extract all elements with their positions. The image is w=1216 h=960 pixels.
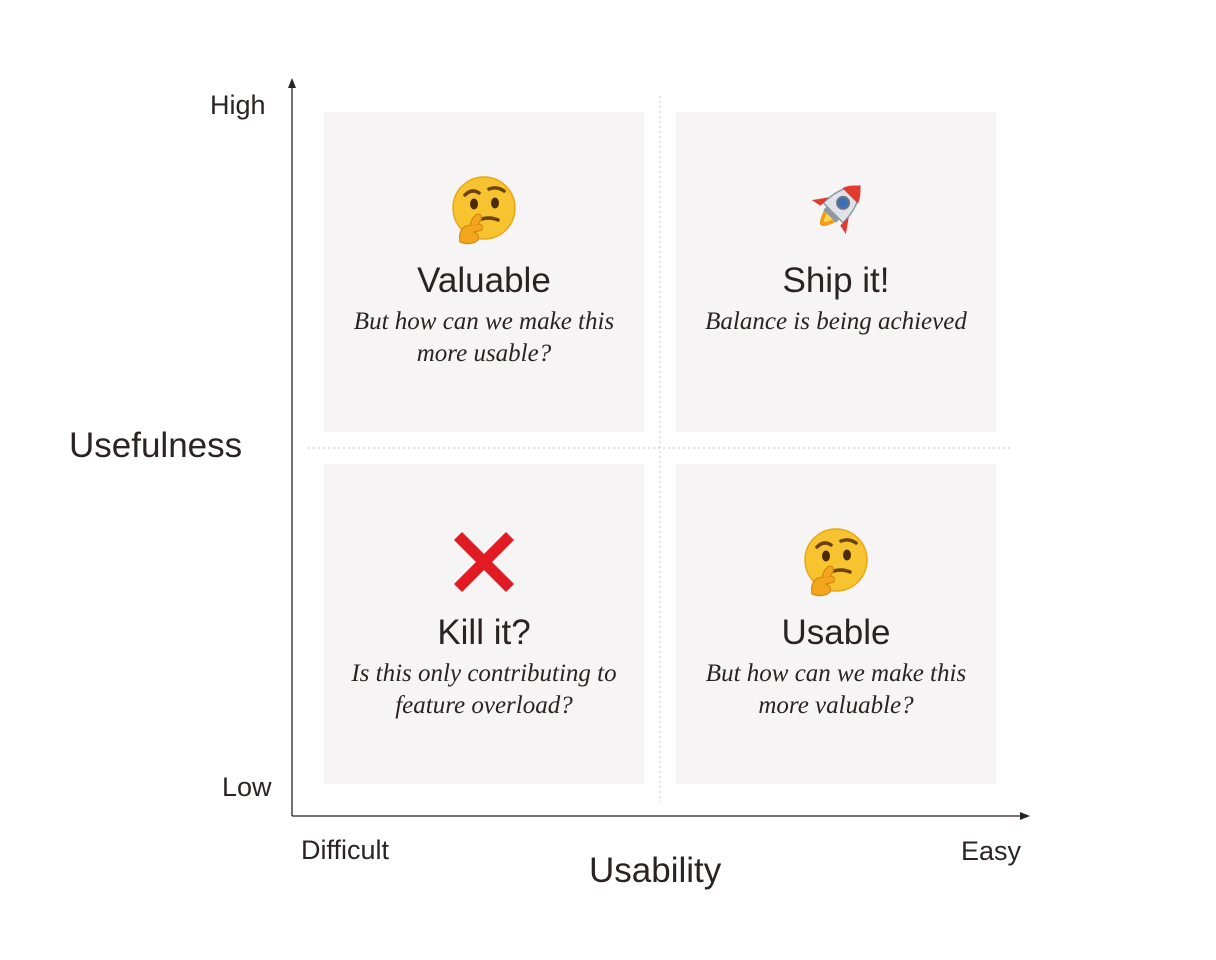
x-axis-arrow (1020, 812, 1030, 820)
rocket-icon (811, 185, 861, 235)
quadrant-title: Ship it! (782, 261, 890, 300)
x-axis-high-label: Easy (961, 836, 1022, 866)
quadrant-usable: Usable But how can we make this more val… (676, 464, 996, 784)
quadrant-title: Kill it? (437, 613, 531, 652)
quadrant-title: Usable (781, 613, 891, 652)
y-axis-title: Usefulness (69, 426, 243, 465)
quadrant-valuable: Valuable But how can we make this more u… (324, 112, 644, 432)
quadrant-subtitle: But how can we make this more usable? (353, 308, 615, 367)
quadrant-kill-it: Kill it? Is this only contributing to fe… (324, 464, 644, 784)
quadrant-title: Valuable (417, 261, 551, 300)
y-axis-arrow (288, 78, 296, 88)
thinking-face-icon (452, 176, 516, 245)
thinking-face-icon (804, 528, 868, 597)
y-axis-high-label: High (210, 90, 266, 120)
x-axis-title: Usability (589, 851, 722, 890)
red-cross-icon (454, 532, 514, 592)
x-axis-low-label: Difficult (301, 835, 390, 865)
quadrant-subtitle: But how can we make this more valuable? (705, 660, 967, 719)
quadrant-subtitle: Balance is being achieved (705, 308, 967, 335)
quadrant-ship-it: Ship it! Balance is being achieved (676, 112, 996, 432)
y-axis-low-label: Low (222, 772, 272, 802)
quadrant-subtitle: Is this only contributing to feature ove… (351, 660, 617, 719)
